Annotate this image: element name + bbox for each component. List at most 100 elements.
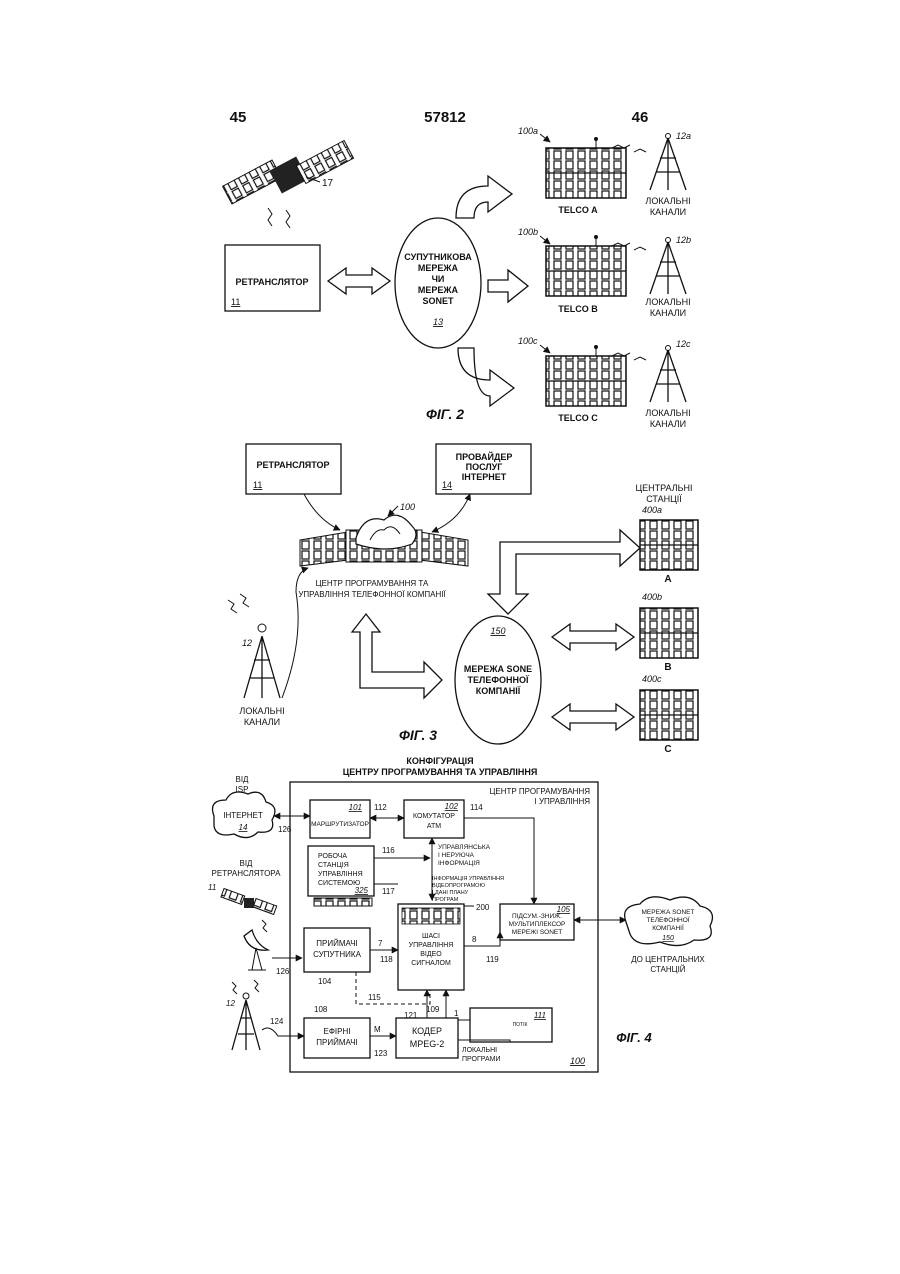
fig3-network-line-2: ТЕЛЕФОННОЇ [468, 675, 530, 685]
relay-ref: 11 [231, 297, 240, 307]
to-stations-line-1: ДО ЦЕНТРАЛЬНИХ [631, 955, 705, 964]
encoder-line-2: MPEG-2 [410, 1039, 445, 1049]
station-c-label: C [664, 744, 671, 755]
frame-ref: 100 [570, 1056, 585, 1066]
frame-title-line-1: ЦЕНТР ПРОГРАМУВАННЯ [489, 787, 590, 796]
ref-115: 115 [368, 993, 381, 1002]
program-info-line-2: ВІДЕОПРОГРАМОЮ [432, 883, 485, 889]
network-line-3: ЧИ [432, 274, 445, 284]
fig3: РЕТРАНСЛЯТОР 11 ПРОВАЙДЕР ПОСЛУГ ІНТЕРНЕ… [228, 444, 698, 755]
sonet-cloud-line-1: МЕРЕЖА SONET [642, 909, 695, 916]
workstation-ref: 325 [355, 886, 369, 895]
chassis-line-2: УПРАВЛІННЯ [409, 942, 454, 949]
fig3-network-line-3: КОМПАНІЇ [476, 686, 521, 696]
isp-line-2: ПОСЛУГ [466, 462, 503, 472]
fig4-tower-ref: 12 [226, 999, 235, 1008]
telco-c-ref: 100c [518, 336, 538, 346]
program-info-line-4: ПРОГРАМ [432, 897, 459, 903]
ref-124: 124 [270, 1017, 284, 1026]
air-receivers-line-1: ЕФІРНІ [324, 1027, 351, 1036]
control-info-line-1: УПРАВЛЯНСЬКА [438, 844, 491, 851]
ref-126b: 126 [276, 967, 290, 976]
sonet-cloud-line-3: КОМПАНІЇ [652, 924, 684, 932]
local-channels-b-line-1: ЛОКАЛЬНІ [645, 297, 690, 307]
fig3-caption: ФІГ. 3 [399, 727, 437, 743]
fig3-network-ref: 150 [490, 626, 505, 636]
network-line-5: SONET [422, 296, 454, 306]
atm-line-2: ATM [427, 823, 441, 830]
router-ref: 101 [349, 803, 362, 812]
workstation-line-1: РОБОЧА [318, 853, 347, 860]
telco-a-ref: 100a [518, 126, 538, 136]
mux-line-1: ПІДСУМ.-ЗНИЖ. [512, 913, 562, 920]
fig4-title-line-1: КОНФІГУРАЦІЯ [406, 756, 473, 766]
station-a-ref: 400a [642, 505, 662, 515]
control-info-line-2: І НЕРУЮЧА [438, 852, 475, 859]
telco-a-label: TELCO A [558, 205, 598, 215]
telco-c-label: TELCO C [558, 413, 598, 423]
encoder-line-1: КОДЕР [412, 1026, 442, 1036]
sonet-cloud-line-2: ТЕЛЕФОННОЇ [646, 916, 689, 924]
fig2-caption: ФІГ. 2 [426, 406, 464, 422]
fig3-tower-icon [228, 594, 280, 698]
relay-label: РЕТРАНСЛЯТОР [235, 277, 308, 287]
tower-c-ref: 12c [676, 339, 691, 349]
fig3-tower-ref: 12 [242, 638, 252, 648]
station-c-building [640, 690, 698, 740]
bus-mark-7: 7 [378, 939, 383, 948]
arrow-to-telco-b [488, 270, 528, 302]
workstation-line-2: СТАНЦІЯ [318, 862, 349, 869]
fig4-satellite-icon [221, 888, 277, 914]
center-ref: 100 [400, 502, 415, 512]
tower-a-ref: 12a [676, 131, 691, 141]
arrow-to-telco-c [458, 348, 514, 406]
programming-center-building [300, 515, 468, 566]
bus-mark-8: 8 [472, 935, 477, 944]
program-info-line-1: ІНФОРМАЦІЯ УПРАВЛІННЯ [432, 876, 504, 882]
chassis-line-1: ШАСІ [422, 933, 440, 940]
fig4-tower-icon [232, 980, 260, 1050]
local-channels-b-line-2: КАНАЛИ [650, 308, 686, 318]
network-line-4: МЕРЕЖА [418, 285, 459, 295]
ref-119: 119 [486, 955, 499, 964]
fig4-caption: ФІГ. 4 [616, 1030, 652, 1045]
satellite-icon [223, 140, 354, 228]
isp-ref: 14 [442, 480, 452, 490]
telco-a-building [546, 137, 626, 198]
fig4-title-line-2: ЦЕНТРУ ПРОГРАМУВАННЯ ТА УПРАВЛІННЯ [343, 767, 538, 777]
center-to-network-arrow [352, 614, 442, 698]
telco-c-building [546, 345, 626, 406]
ref-112: 112 [374, 803, 387, 812]
sat-receivers-ref: 104 [318, 977, 332, 986]
telco-b-building [546, 235, 626, 296]
chassis-line-4: СИГНАЛОМ [411, 960, 451, 967]
telco-b-ref: 100b [518, 227, 538, 237]
from-relay-line-1: ВІД [240, 859, 254, 868]
station-b-label: B [664, 662, 671, 673]
encoder-ref: 109 [426, 1005, 440, 1014]
mux-line-2: МУЛЬТИПЛЕКСОР [509, 921, 566, 928]
station-b-building [640, 608, 698, 658]
program-info-line-3: І ДАНІ ПЛАНУ [432, 890, 469, 896]
isp-line-1: ПРОВАЙДЕР [456, 451, 513, 462]
local-programs-line-2: ПРОГРАМИ [462, 1056, 501, 1063]
stations-title-line-1: ЦЕНТРАЛЬНІ [635, 483, 692, 493]
sat-receivers-line-2: СУПУТНИКА [313, 950, 362, 959]
chassis-ref: 200 [476, 903, 490, 912]
fig4: КОНФІГУРАЦІЯ ЦЕНТРУ ПРОГРАМУВАННЯ ТА УПР… [208, 756, 712, 1072]
local-programs-line-1: ЛОКАЛЬНІ [462, 1047, 497, 1054]
internet-label: ІНТЕРНЕТ [223, 811, 263, 820]
workstation-line-3: УПРАВЛІННЯ [318, 871, 363, 878]
keyboard-icon [314, 898, 372, 906]
bus-mark-1: 1 [454, 1009, 459, 1018]
tower-b-icon [650, 238, 686, 295]
local-channels-c-line-2: КАНАЛИ [650, 419, 686, 429]
box-111-ref: 111 [534, 1011, 546, 1020]
station-c-ref: 400c [642, 674, 662, 684]
tower-c-icon [650, 346, 686, 403]
internet-ref: 14 [239, 823, 248, 832]
fig3-local-line-1: ЛОКАЛЬНІ [239, 706, 284, 716]
network-to-station-c-arrow [552, 704, 634, 730]
stations-title-line-2: СТАНЦІЇ [646, 494, 682, 504]
